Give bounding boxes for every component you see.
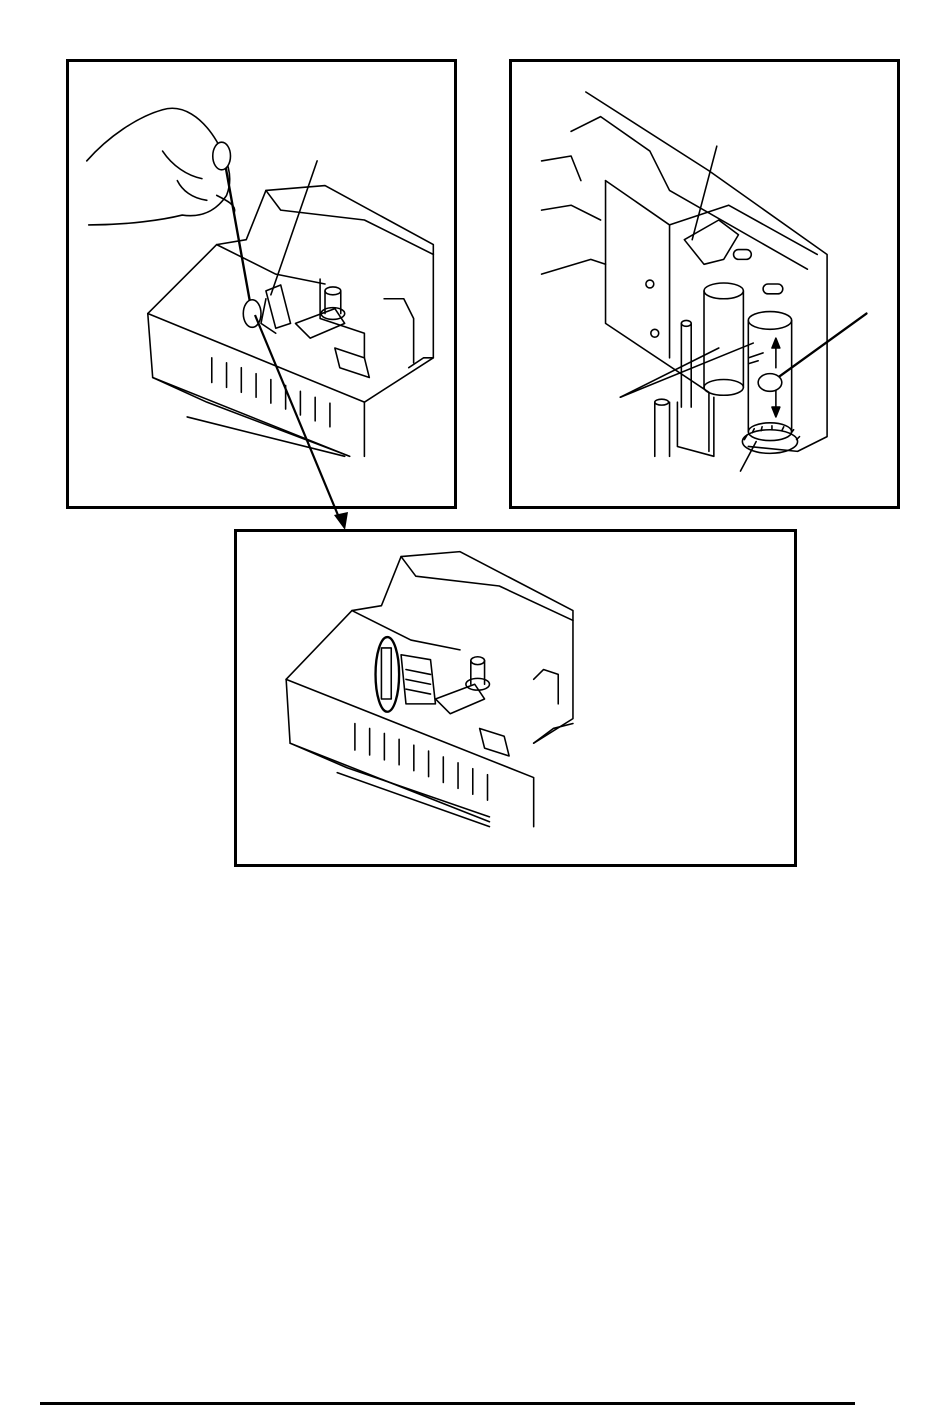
roller-icon [704, 283, 743, 395]
footer-rule [40, 1402, 855, 1405]
panel-print-head-detail [234, 529, 797, 867]
print-head-cleaning-illustration [69, 62, 454, 506]
print-head-leader-line [271, 161, 317, 295]
cotton-swab-icon [213, 142, 261, 327]
label-printer-icon [286, 552, 573, 827]
print-head-detail-illustration [237, 532, 794, 864]
hand-icon [87, 108, 235, 225]
panel-roller-cleaning [509, 59, 900, 509]
arrow-head-icon [334, 512, 348, 530]
roller-cleaning-illustration [512, 62, 897, 506]
print-head-icon [381, 648, 391, 699]
panel-print-head-cleaning [66, 59, 457, 509]
label-printer-icon [148, 186, 434, 457]
